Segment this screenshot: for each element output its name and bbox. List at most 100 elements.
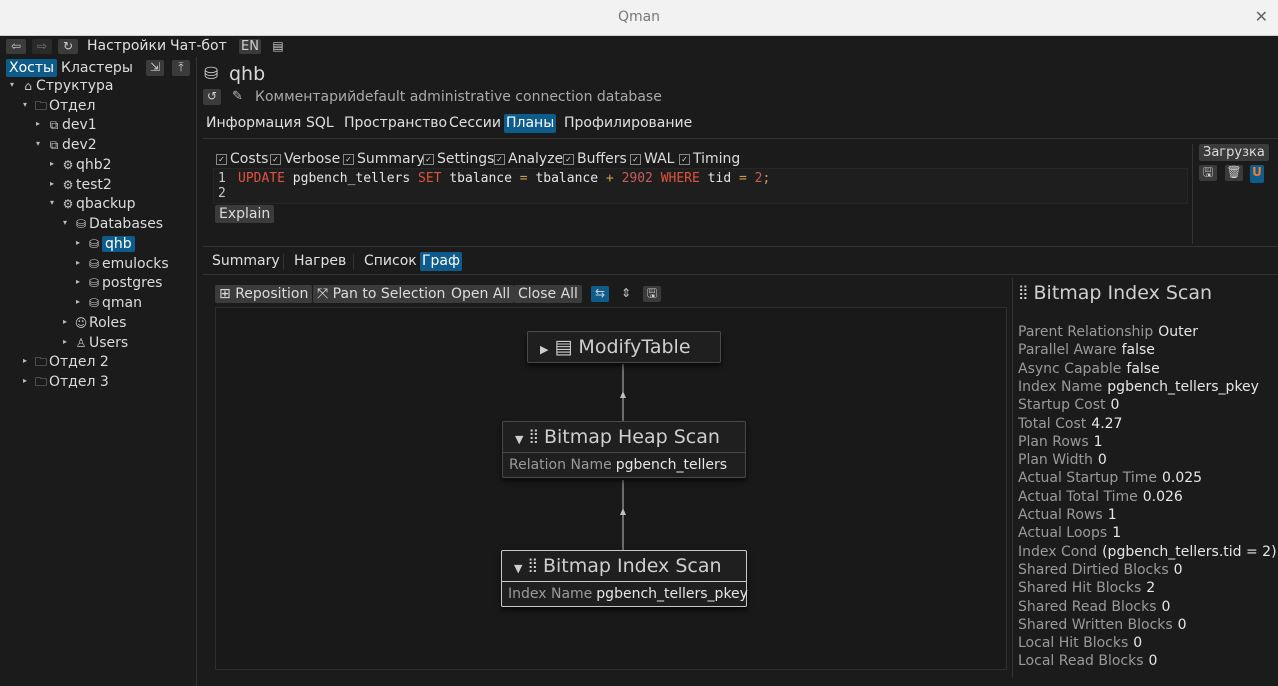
tree-item-users[interactable]: ▸♙Users: [63, 335, 129, 351]
edge-arrow: [620, 508, 626, 515]
chatbot-menu[interactable]: Чат-бот: [170, 38, 227, 54]
collapse-icon[interactable]: ▼: [514, 562, 523, 575]
tab-summary[interactable]: Summary: [212, 253, 280, 269]
tree-item-qbackup[interactable]: ▾⚙qbackup: [50, 196, 136, 212]
tab-info[interactable]: Информация: [206, 115, 302, 131]
tab-heat[interactable]: Нагрев: [294, 253, 347, 269]
tab-plans[interactable]: Планы: [504, 114, 557, 133]
option-verbose[interactable]: ✓Verbose: [270, 151, 340, 167]
option-analyze[interactable]: ✓Analyze: [494, 151, 563, 167]
code-token: tbalance: [441, 171, 520, 186]
save-image-icon[interactable]: 🖫: [643, 286, 661, 302]
language-button[interactable]: EN: [239, 39, 261, 54]
tree-item-qhb[interactable]: ▸⛁qhb: [76, 235, 135, 253]
option-wal[interactable]: ✓WAL: [630, 151, 674, 167]
sql-editor[interactable]: 1 2 UPDATE pgbench_tellers SET tbalance …: [213, 168, 1188, 204]
option-costs[interactable]: ✓Costs: [216, 151, 268, 167]
property-key: Shared Dirtied Blocks: [1018, 561, 1169, 578]
tab-graph[interactable]: Граф: [420, 252, 462, 271]
tree-item-emulocks[interactable]: ▸⛁emulocks: [76, 256, 169, 272]
reposition-button[interactable]: ⊞ Reposition: [215, 285, 313, 303]
tree-item-databases[interactable]: ▾⛁Databases: [63, 216, 164, 232]
property-value: 0.025: [1161, 470, 1203, 487]
open-all-button[interactable]: Open All: [447, 285, 515, 303]
gear-icon: ⚙: [62, 197, 74, 211]
property-key: Parent Relationship: [1018, 324, 1154, 340]
database-icon: ⛁: [88, 276, 100, 290]
forward-icon[interactable]: ⇨: [32, 39, 52, 54]
expand-icon[interactable]: ▶: [540, 343, 549, 356]
divider: [353, 254, 354, 270]
property-value: 4.27: [1091, 415, 1123, 432]
user-icon: ♙: [75, 336, 87, 350]
property-key: Plan Width: [1018, 452, 1093, 469]
property-value: 0.026: [1142, 488, 1183, 505]
property-value: 1: [1093, 433, 1103, 450]
back-icon[interactable]: ⇦: [6, 39, 26, 54]
tree-item-dept[interactable]: ▾🗀Отдел: [23, 98, 96, 114]
tree-item-dept2[interactable]: ▸🗀Отдел 2: [23, 354, 109, 370]
tree-item-roles[interactable]: ▸☺Roles: [63, 315, 127, 331]
save-icon[interactable]: 🖫: [1199, 165, 1217, 181]
tree-item-dev2[interactable]: ▾⧉dev2: [36, 137, 97, 153]
property-row: Index Cond(pgbench_tellers.tid = 2): [1018, 543, 1277, 561]
option-timing[interactable]: ✓Timing: [679, 151, 740, 167]
node-title: ModifyTable: [578, 336, 691, 358]
tree-item-dev1[interactable]: ▸⧉dev1: [36, 117, 97, 133]
refresh-icon[interactable]: ↻: [58, 39, 78, 54]
load-button[interactable]: Загрузка: [1199, 144, 1269, 161]
tree-item-postgres[interactable]: ▸⛁postgres: [76, 275, 163, 291]
horizontal-layout-icon[interactable]: ⇆: [591, 286, 609, 302]
divider: [1192, 144, 1193, 244]
settings-menu[interactable]: Настройки: [87, 38, 167, 54]
tree-item-qman[interactable]: ▸⛁qman: [76, 295, 142, 311]
pan-to-selection-button[interactable]: ⤧ Pan to Selection: [313, 285, 450, 303]
option-summary[interactable]: ✓Summary: [343, 151, 425, 167]
property-key: Plan Rows: [1018, 433, 1089, 450]
tab-clusters[interactable]: Кластеры: [61, 60, 133, 76]
tab-list[interactable]: Список: [364, 253, 417, 269]
revert-icon[interactable]: ↺: [203, 89, 221, 105]
trash-icon[interactable]: 🗑: [1225, 165, 1243, 181]
database-icon: ⛁: [88, 237, 100, 251]
close-icon[interactable]: ✕: [1254, 7, 1268, 26]
vertical-layout-icon[interactable]: ⇕: [620, 286, 632, 300]
title-bar: Qman ✕: [0, 0, 1278, 36]
tree-item-qhb2[interactable]: ▸⚙qhb2: [50, 157, 112, 173]
option-buffers[interactable]: ✓Buffers: [563, 151, 627, 167]
scan-icon: ⦙⦙: [528, 555, 537, 577]
code-token: WHERE: [660, 171, 700, 186]
collapse-icon[interactable]: ⇲: [146, 60, 164, 76]
tree-item-structure[interactable]: ▾⌂Структура: [10, 78, 114, 94]
table-icon: ▤: [554, 336, 573, 358]
property-key: Startup Cost: [1018, 397, 1106, 414]
tree-item-test2[interactable]: ▸⚙test2: [50, 177, 112, 193]
option-settings[interactable]: ✓Settings: [423, 151, 494, 167]
property-key: Async Capable: [1018, 360, 1122, 377]
graph-canvas[interactable]: [215, 307, 1007, 670]
property-key: Index Name: [1018, 378, 1103, 395]
cluster-icon: ⧉: [49, 118, 59, 132]
log-icon[interactable]: ▤: [272, 39, 284, 53]
tab-sql[interactable]: SQL: [306, 115, 334, 131]
close-all-button[interactable]: Close All: [514, 285, 582, 303]
property-key: Shared Written Blocks: [1018, 616, 1173, 633]
scroll-top-icon[interactable]: ⤒: [172, 60, 190, 76]
u-toggle-icon[interactable]: U: [1250, 165, 1264, 183]
explain-button[interactable]: Explain: [215, 205, 275, 223]
tab-sessions[interactable]: Сессии: [449, 115, 501, 131]
tab-hosts[interactable]: Хосты: [6, 59, 58, 77]
plan-node-modifytable[interactable]: ▶ ▤ModifyTable: [527, 331, 721, 363]
tree-item-dept3[interactable]: ▸🗀Отдел 3: [23, 374, 109, 390]
collapse-icon[interactable]: ▼: [515, 433, 524, 446]
comment-value[interactable]: default administrative connection databa…: [356, 89, 662, 105]
edit-icon[interactable]: ✎: [232, 89, 243, 104]
tab-profiling[interactable]: Профилирование: [564, 115, 693, 131]
code-token: UPDATE: [238, 171, 285, 186]
property-value: 2: [1146, 580, 1156, 597]
tab-space[interactable]: Пространство: [344, 115, 448, 131]
code-token: ;: [762, 171, 771, 186]
